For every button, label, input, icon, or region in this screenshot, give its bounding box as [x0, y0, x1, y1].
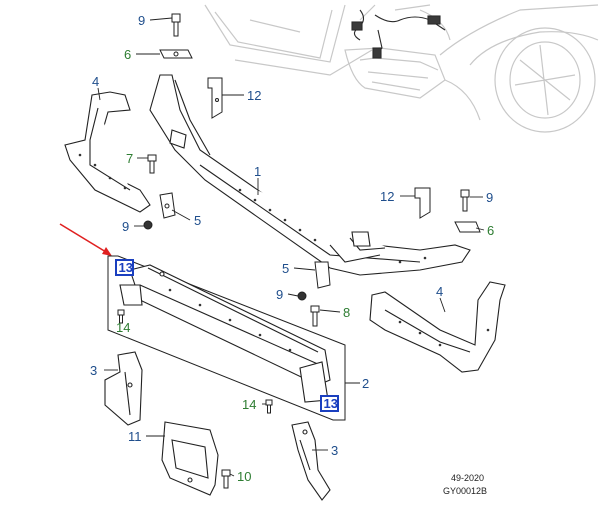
red-arrow-indicator [59, 223, 112, 256]
callout-9-mid: 9 [276, 287, 283, 302]
callout-5-left: 5 [194, 213, 201, 228]
wiring-harness [351, 9, 446, 59]
callout-13-right: 13 [324, 396, 338, 411]
footer: 49-2020 GY00012B [443, 473, 487, 496]
bracket-12-top [207, 77, 223, 119]
callout-8: 8 [343, 305, 350, 320]
bracket-3-bottom [291, 421, 331, 501]
footer-code: GY00012B [443, 486, 487, 496]
bracket-11 [161, 421, 219, 496]
footer-date: 49-2020 [451, 473, 484, 483]
callout-4-right: 4 [436, 284, 443, 299]
bolt-14-bottom [265, 399, 273, 414]
badge-13-right [320, 395, 339, 412]
bolt-7 [147, 154, 157, 174]
callout-2: 2 [362, 376, 369, 391]
badge-13-left [115, 259, 134, 276]
callout-11: 11 [128, 429, 142, 444]
callout-9-left: 9 [122, 219, 129, 234]
callout-9-right: 9 [486, 190, 493, 205]
vehicle-front-outline [204, 4, 599, 133]
headlamp-bracket-4-right [369, 281, 506, 373]
callout-1: 1 [254, 164, 261, 179]
callout-5-mid: 5 [282, 261, 289, 276]
callout-3-left: 3 [90, 363, 97, 378]
callout-14-left: 14 [116, 320, 130, 335]
callout-4-left: 4 [92, 74, 99, 89]
callout-10: 10 [237, 469, 251, 484]
bolt-9-right [460, 189, 470, 212]
nut-plate-6-right [454, 221, 481, 233]
callout-6-right: 6 [487, 223, 494, 238]
bolt-9-top [171, 13, 181, 37]
bracket-12-right [414, 187, 431, 219]
callout-6-top: 6 [124, 47, 131, 62]
callout-14-bottom: 14 [242, 397, 256, 412]
callout-7: 7 [126, 151, 133, 166]
bracket-5-left [159, 192, 176, 219]
callouts: 9 6 12 4 7 1 9 5 12 9 6 5 9 8 4 14 3 2 1… [90, 13, 494, 484]
bolt-8 [310, 305, 320, 327]
bracket-5-mid [314, 261, 331, 289]
lower-support-assembly-2 [107, 255, 360, 421]
callout-3-bottom: 3 [331, 443, 338, 458]
callout-12-right: 12 [380, 189, 394, 204]
radiator-support-upper-1 [149, 74, 471, 276]
callout-9-top: 9 [138, 13, 145, 28]
bolt-14-left [117, 309, 125, 324]
bolt-9-mid [297, 291, 307, 301]
bolt-10 [221, 469, 231, 489]
bracket-3-left [104, 351, 143, 426]
callout-12-top: 12 [247, 88, 261, 103]
nut-plate-6-top [159, 49, 193, 59]
bolt-9-left [143, 220, 153, 230]
leader-lines [97, 17, 485, 477]
headlamp-bracket-4-left [64, 91, 151, 213]
callout-13-left: 13 [119, 260, 133, 275]
